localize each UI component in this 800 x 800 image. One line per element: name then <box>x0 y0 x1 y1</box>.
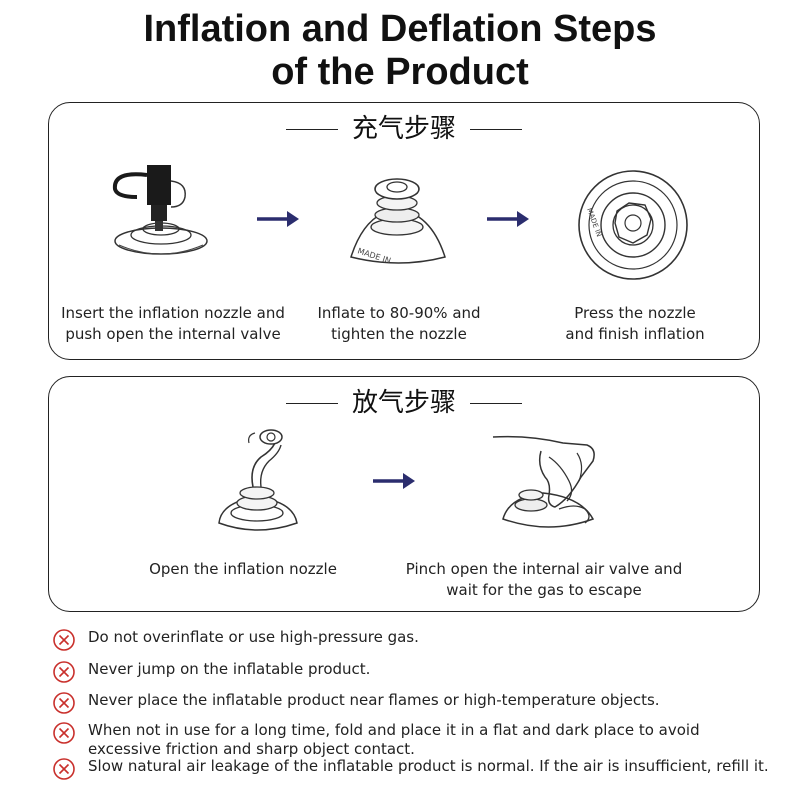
deflation-heading-text: 放气步骤 <box>351 388 456 418</box>
title-line-2: of the Product <box>271 51 529 93</box>
inflation-step-3-caption: Press the nozzle and finish inflation <box>535 303 735 345</box>
warning-item: Do not overinflate or use high-pressure … <box>52 628 419 652</box>
deflation-steps-panel: 放气步骤 Open the inflation nozzle Pinch ope… <box>48 376 760 612</box>
warning-item: Never place the inflatable product near … <box>52 691 660 715</box>
caption-line: tighten the nozzle <box>331 325 467 343</box>
deflation-step-2-caption: Pinch open the internal air valve and wa… <box>389 559 699 601</box>
warning-item: Slow natural air leakage of the inflatab… <box>52 757 769 781</box>
prohibited-x-icon <box>53 758 75 780</box>
warning-text: When not in use for a long time, fold an… <box>88 721 700 758</box>
pressed-valve-top-view-illustration: MADE IN <box>578 170 688 280</box>
warning-text: Never jump on the inflatable product. <box>88 660 371 678</box>
heading-rule-left <box>285 128 338 131</box>
caption-line: Press the nozzle <box>574 304 696 322</box>
valve-label: MADE IN <box>585 207 603 238</box>
valve-label: MADE IN <box>356 246 392 265</box>
heading-rule-left <box>285 402 338 405</box>
inflation-heading: 充气步骤 <box>49 111 759 147</box>
deflation-heading: 放气步骤 <box>49 385 759 421</box>
arrow-right-icon <box>257 211 299 227</box>
deflation-step-1-caption: Open the inflation nozzle <box>123 559 363 580</box>
prohibited-x-icon <box>53 692 75 714</box>
arrow-right-icon <box>373 473 415 489</box>
heading-rule-right <box>470 402 522 405</box>
caption-line: and finish inflation <box>565 325 705 343</box>
title-line-1: Inflation and Deflation Steps <box>143 8 657 50</box>
page-title: Inflation and Deflation Steps of the Pro… <box>0 8 800 94</box>
caption-line: Inflate to 80-90% and <box>317 304 481 322</box>
caption-line: Pinch open the internal air valve and <box>405 560 683 578</box>
warning-text: Slow natural air leakage of the inflatab… <box>88 757 769 775</box>
tightened-nozzle-illustration: MADE IN <box>350 178 446 266</box>
inflation-heading-text: 充气步骤 <box>351 114 456 144</box>
heading-rule-right <box>470 128 522 131</box>
caption-line: push open the internal valve <box>65 325 281 343</box>
warning-text: Never place the inflatable product near … <box>88 691 660 709</box>
warning-item: Never jump on the inflatable product. <box>52 660 370 684</box>
prohibited-x-icon <box>53 629 75 651</box>
pump-inserting-nozzle-illustration <box>112 165 208 255</box>
hand-pinching-valve-illustration <box>492 435 595 528</box>
prohibited-x-icon <box>53 661 75 683</box>
inflation-steps-panel: 充气步骤 MADE IN MADE IN <box>48 102 760 360</box>
prohibited-x-icon <box>53 722 75 744</box>
inflation-step-1-caption: Insert the inflation nozzle and push ope… <box>53 303 293 345</box>
caption-line: wait for the gas to escape <box>446 581 642 599</box>
warning-text: Do not overinflate or use high-pressure … <box>88 628 419 646</box>
opened-nozzle-illustration <box>218 429 298 531</box>
caption-line: Insert the inflation nozzle and <box>61 304 285 322</box>
caption-line: Open the inflation nozzle <box>149 560 337 578</box>
arrow-right-icon <box>487 211 529 227</box>
inflation-step-2-caption: Inflate to 80-90% and tighten the nozzle <box>289 303 509 345</box>
warning-item: When not in use for a long time, fold an… <box>52 721 742 759</box>
